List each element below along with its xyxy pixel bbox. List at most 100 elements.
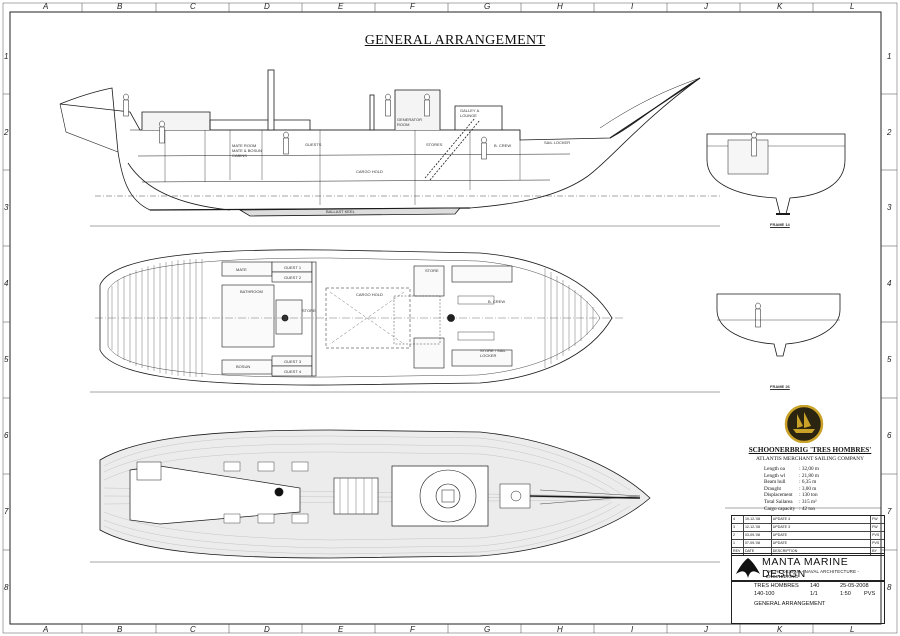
particular-value: : 130 ton [799,492,818,499]
grid-col-d: D [264,2,270,11]
grid-row-4-right: 4 [887,279,892,288]
section-frame-b [716,293,841,357]
grid-col-f-bottom: F [410,625,415,634]
particular-key: Draught [764,485,781,492]
grid-col-k: K [777,2,783,11]
particular-value: : 6,35 m [799,479,817,486]
label-bosun: BOSUN [236,364,251,369]
rev-date: 19-12-'08 [744,516,772,523]
rev-date: 07-09-'08 [744,540,772,547]
label-stores: STORES [426,142,443,147]
grid-row-5-right: 5 [887,355,892,364]
grid-row-6-right: 6 [887,431,892,440]
particular-key: Beam hull [764,479,786,486]
grid-row-8: 8 [4,583,9,592]
particular-row: Cargo capacity: 42 ton [762,506,821,513]
rev-number: 2 [732,532,744,539]
title-block: TRES HOMBRES 140 25-05-2008 140-100 1/1 … [731,580,885,624]
label-crew-plan: B. CREW [488,299,506,304]
vessel-operator: ATLANTIS MERCHANT SAILING COMPANY [756,456,864,462]
rev-date: 03-09-'08 [744,532,772,539]
ballast-keel [238,207,461,217]
grid-col-b: B [117,2,123,11]
grid-row-1-right: 1 [887,52,892,61]
grid-col-i: I [631,2,634,11]
rev-date: 12-12-'08 [744,524,772,531]
grid-row-7: 7 [4,507,9,516]
mast-main [267,69,275,131]
particular-value: : 3,00 m [799,485,817,492]
rev-date-header: DATE [744,548,772,555]
tb-drawn-by: PVS [864,591,876,597]
grid-col-f: F [410,2,415,11]
particular-value: : 32,00 m [799,466,819,472]
particular-value: : 21,80 m [799,472,819,479]
rev-description: UPDATE [772,540,872,547]
grid-col-d-bottom: D [264,625,270,634]
particular-value: : 315 m² [799,498,817,505]
label-galley: GALLEY & LOUNGE [460,108,480,118]
label-cargo-hold-plan: CARGO HOLD [356,292,383,297]
grid-row-4: 4 [4,279,9,288]
grid-row-2-right: 2 [887,128,892,137]
particular-key: Cargo capacity [764,505,796,512]
particular-key: Total Sailarea [764,498,793,505]
rev-by: PVS [872,541,880,545]
label-store-fwd: STORE [425,268,439,273]
grid-row-5: 5 [4,355,9,364]
rev-by: FW [872,525,878,529]
deck-plan [90,429,720,563]
scale-figures [123,93,487,160]
grid-row-6: 6 [4,431,9,440]
label-guests: GUESTS [305,142,322,147]
particular-key: Displacement [764,492,793,499]
grid-col-c-bottom: C [190,625,196,634]
label-store-plan: STORE [302,308,316,313]
label-ballast-keel: BALLAST KEEL [326,209,355,214]
label-guest-1: GUEST 1 [284,265,302,270]
grid-col-e-bottom: E [338,625,344,634]
rev-number-header: REV [732,548,744,555]
grid-row-1: 1 [4,52,9,61]
grid-col-j: J [704,2,708,11]
label-store-sail: STORE / SAIL LOCKER [480,348,506,358]
label-guest-4: GUEST 4 [284,369,302,374]
tb-scale: 1:50 [840,591,851,597]
label-guest-2: GUEST 2 [284,275,302,280]
label-guest-3: GUEST 3 [284,359,302,364]
particular-row: Beam hull : 6,35 m [762,479,821,486]
designer-tagline: YACHT DESIGN - NAVAL ARCHITECTURE - ENGI… [766,569,860,579]
particular-row: Length oa: 32,00 m [762,466,821,473]
grid-col-j-bottom: J [704,625,708,634]
doghouse [391,465,489,527]
tb-date: 25-05-2008 [840,583,869,589]
grid-col-l-bottom: L [850,625,855,634]
designer-name: MANTA MARINE DESIGN [762,556,849,580]
particular-row: Draught : 3,00 m [762,486,821,493]
plan-hull [99,249,613,386]
profile-view [59,69,720,227]
particular-key: Length wl [764,472,786,479]
rev-by: FW [872,517,878,521]
manta-ray-icon [736,558,760,578]
grid-row-2: 2 [4,128,9,137]
tb-drawing-no: 140-100 [754,591,775,597]
rev-number: 1 [732,540,744,547]
rev-description: UPDATE 3 [772,524,872,531]
grid-col-a: A [43,2,49,11]
particular-value: : 42 ton [799,505,816,512]
label-frame-a: FRAME 14 [770,222,790,227]
vessel-name: SCHOONERBRIG 'TRES HOMBRES' [748,446,872,454]
label-cargo-hold-profile: CARGO HOLD [356,169,383,174]
grid-col-e: E [338,2,344,11]
grid-col-k-bottom: K [777,625,783,634]
profile-hull-outline [59,77,701,211]
label-frame-b: FRAME 26 [770,384,790,389]
